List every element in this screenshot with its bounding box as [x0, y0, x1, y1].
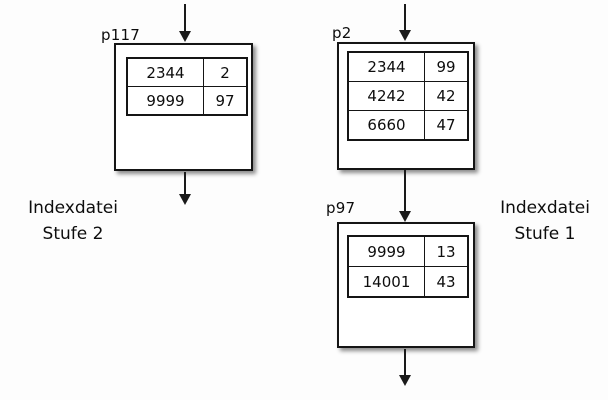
arrow-head	[179, 194, 191, 205]
arrow-head	[399, 375, 411, 386]
caption-indexdatei-stufe-2: Indexdatei Stufe 2	[8, 195, 138, 247]
arrow-down-icon	[399, 349, 411, 386]
caption-indexdatei-stufe-1: Indexdatei Stufe 1	[483, 195, 607, 247]
table-cell: 47	[436, 116, 456, 134]
arrow-head	[179, 31, 191, 42]
node-label-p117: p117	[101, 26, 140, 44]
caption-line: Indexdatei	[28, 198, 118, 218]
arrow-down-icon	[399, 4, 411, 41]
table-cell: 14001	[349, 267, 425, 296]
arrow-shaft	[184, 4, 186, 32]
arrow-head	[399, 211, 411, 222]
node-label-p97: p97	[326, 199, 356, 217]
table-cell: 6660	[349, 111, 425, 139]
table-cell: 4242	[349, 82, 425, 111]
arrow-shaft	[184, 172, 186, 195]
arrow-down-icon	[179, 172, 191, 205]
table-cell: 99	[425, 53, 467, 82]
table-cell: 2	[204, 59, 246, 87]
table-cell: 9999	[128, 87, 204, 114]
arrow-shaft	[404, 170, 406, 212]
table-cell: 2344	[128, 59, 204, 87]
arrow-down-icon	[399, 170, 411, 222]
table-cell: 42	[425, 82, 467, 111]
arrow-shaft	[404, 4, 406, 31]
node-label-p2: p2	[332, 24, 352, 42]
table-cell: 9999	[349, 237, 425, 267]
caption-line: Stufe 2	[42, 224, 104, 244]
table-cell: 2344	[349, 53, 425, 82]
arrow-head	[399, 30, 411, 41]
table-cell: 97	[215, 91, 235, 110]
caption-line: Stufe 1	[514, 224, 576, 244]
arrow-down-icon	[179, 4, 191, 42]
index-table-p117: 2344 2 9999 97	[126, 57, 248, 116]
table-cell: 13	[425, 237, 467, 267]
arrow-shaft	[404, 349, 406, 376]
table-cell: 43	[436, 272, 456, 291]
index-table-p97: 9999 13 14001 43	[347, 235, 469, 298]
index-table-p2: 2344 99 4242 42 6660 47	[347, 51, 469, 141]
caption-line: Indexdatei	[500, 198, 590, 218]
